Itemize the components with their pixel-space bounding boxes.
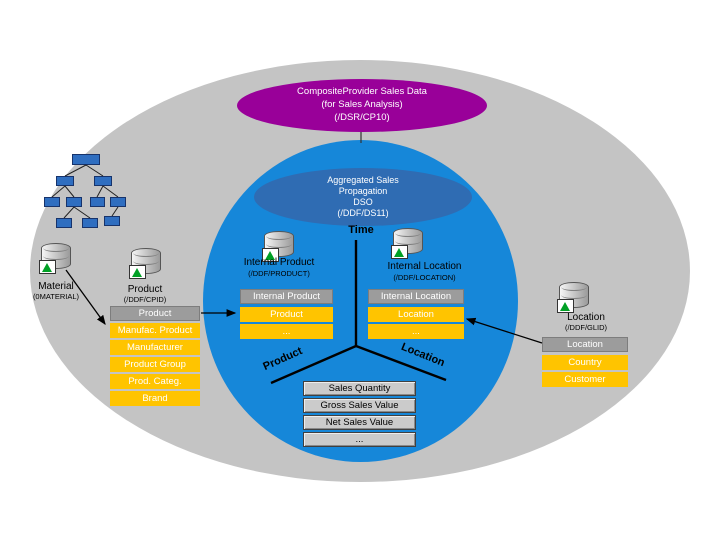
green-triangle-icon (391, 245, 408, 259)
hierarchy-node (82, 218, 98, 228)
key-figure-box: ... (303, 432, 416, 447)
material-label: Material (38, 281, 74, 292)
hierarchy-node (104, 216, 120, 226)
location-attr-box: Customer (542, 372, 628, 387)
dso-title-line2: Propagation (338, 185, 388, 196)
hierarchy-node (66, 197, 82, 207)
product-infoprovider-icon (128, 247, 164, 279)
location-attr-box: Country (542, 355, 628, 370)
composite-provider-title: CompositeProvider Sales Data (297, 86, 427, 98)
dso-title-line3: DSO (353, 197, 373, 207)
location-infoprovider-icon (556, 281, 592, 313)
internal-product-infoprovider-icon (261, 230, 297, 262)
product-attr-box: Brand (110, 391, 200, 406)
internal-product-column-header: Internal Product (240, 289, 333, 304)
green-triangle-icon (557, 299, 574, 313)
dso-tech-name: (/DDF/DS11) (337, 208, 389, 219)
composite-provider-ellipse: CompositeProvider Sales Data (for Sales … (237, 79, 487, 132)
product-label: Product (127, 284, 163, 295)
internal-product-label: Internal Product (243, 257, 315, 268)
product-attr-box: Manufacturer (110, 340, 200, 355)
product-tech-name: (/DDF/CPID) (123, 295, 167, 304)
internal-location-attr-box: Location (368, 307, 464, 322)
internal-location-attr-box: ... (368, 324, 464, 339)
product-attr-box: Product Group (110, 357, 200, 372)
location-label: Location (567, 312, 605, 323)
internal-product-attr-box: Product (240, 307, 333, 322)
internal-location-tech-name: (/DDF/LOCATION) (393, 273, 456, 282)
material-tech-name: (0MATERIAL) (32, 292, 80, 301)
green-triangle-icon (39, 260, 56, 274)
key-figure-box: Gross Sales Value (303, 398, 416, 413)
green-triangle-icon (262, 248, 279, 262)
location-column-header: Location (542, 337, 628, 352)
internal-product-tech-name: (/DDF/PRODUCT) (248, 269, 310, 278)
hierarchy-node (90, 197, 105, 207)
hierarchy-node (44, 197, 60, 207)
hierarchy-node (72, 154, 100, 165)
location-tech-name: (/DDF/GLID) (564, 323, 608, 332)
composite-provider-tech-name: (/DSR/CP10) (334, 111, 390, 123)
key-figure-box: Net Sales Value (303, 415, 416, 430)
green-triangle-icon (129, 265, 146, 279)
hierarchy-node (56, 176, 74, 186)
hierarchy-node (56, 218, 72, 228)
product-column-header: Product (110, 306, 200, 321)
hierarchy-node (110, 197, 126, 207)
composite-provider-subtitle: (for Sales Analysis) (321, 99, 403, 111)
internal-location-label: Internal Location (387, 261, 462, 272)
internal-location-column-header: Internal Location (368, 289, 464, 304)
product-attr-box: Prod. Categ. (110, 374, 200, 389)
dso-ellipse: Aggregated Sales Propagation DSO (/DDF/D… (254, 168, 472, 226)
product-attr-box: Manufac. Product (110, 323, 200, 338)
material-infoprovider-icon (38, 242, 74, 274)
key-figure-box: Sales Quantity (303, 381, 416, 396)
hierarchy-node (94, 176, 112, 186)
dso-title-line1: Aggregated Sales (327, 174, 399, 185)
time-axis-label: Time (348, 224, 374, 236)
internal-location-infoprovider-icon (390, 227, 426, 259)
internal-product-attr-box: ... (240, 324, 333, 339)
